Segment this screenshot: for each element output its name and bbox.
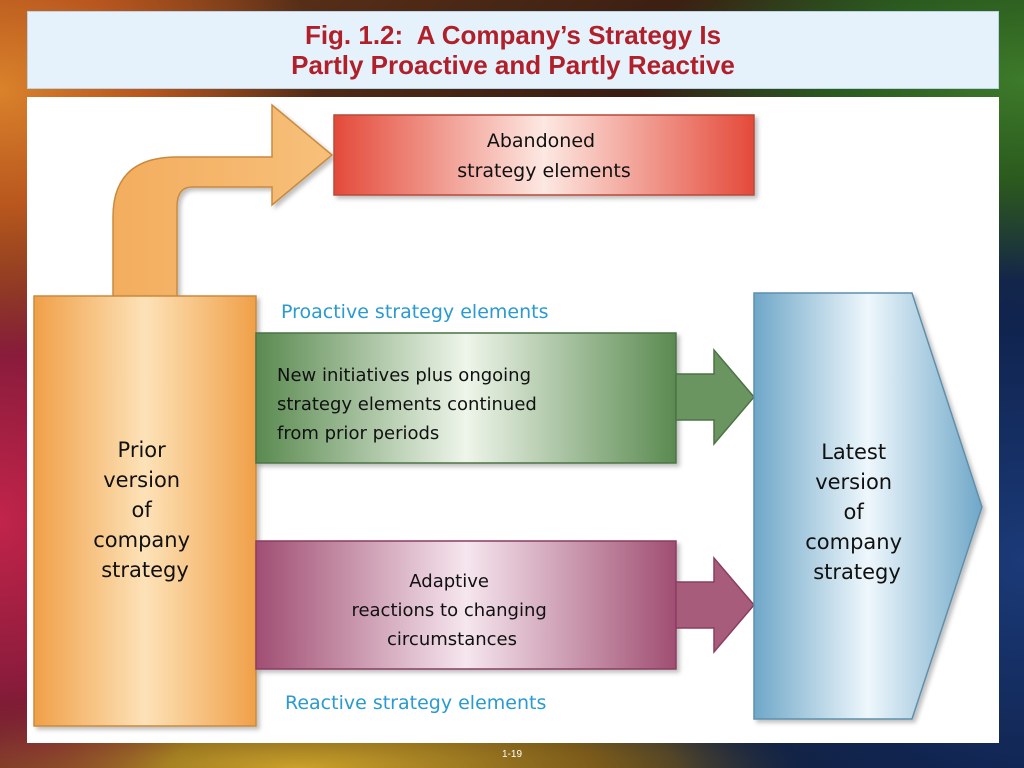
abandoned-label-line-1: Abandoned <box>487 130 595 152</box>
reactive-box-line-3: circumstances <box>387 629 517 650</box>
prior-label-line-3: of <box>132 498 153 522</box>
prior-label-line-2: version <box>103 468 180 492</box>
proactive-box-line-2: strategy elements continued <box>277 394 537 415</box>
latest-version-shape <box>753 292 983 720</box>
strategy-diagram: Abandoned strategy elements Prior versio… <box>33 103 983 727</box>
reactive-arrow <box>675 555 755 655</box>
reactive-box-line-1: Adaptive <box>409 571 489 592</box>
slide-title-line-2: Partly Proactive and Partly Reactive <box>291 50 735 80</box>
abandoned-elements-box <box>333 114 755 196</box>
reactive-box-line-2: reactions to changing <box>351 600 546 621</box>
latest-label-line-5: strategy <box>813 560 901 584</box>
reactive-heading: Reactive strategy elements <box>285 692 546 714</box>
abandoned-label-line-2: strategy elements <box>457 160 631 182</box>
latest-label-line-3: of <box>844 500 865 524</box>
latest-label-line-2: version <box>815 470 892 494</box>
proactive-elements-box <box>255 332 677 464</box>
proactive-heading: Proactive strategy elements <box>281 301 548 323</box>
slide-title-box: Fig. 1.2: A Company’s Strategy Is Partly… <box>27 11 999 89</box>
latest-label-line-1: Latest <box>821 440 886 464</box>
latest-label-line-4: company <box>805 530 902 554</box>
svg-text:Latest version of: Latest version of company strategy <box>805 440 908 584</box>
svg-text:Prior version of: Prior version of company strategy <box>93 438 196 582</box>
reactive-elements-box <box>255 540 677 670</box>
svg-text:New initiatives plus ongoing: New initiatives plus ongoing strategy el… <box>277 365 543 444</box>
svg-text:Abandoned strategy eleme: Abandoned strategy elements <box>457 130 631 182</box>
prior-label-line-4: company <box>93 528 190 552</box>
proactive-box-line-3: from prior periods <box>277 423 439 444</box>
prior-label-line-1: Prior <box>118 438 167 462</box>
page-number: 1-19 <box>501 749 522 760</box>
abandon-curved-arrow <box>112 103 334 298</box>
svg-text:Adaptive reactions to ch: Adaptive reactions to changing circumsta… <box>351 571 552 650</box>
proactive-arrow <box>675 347 755 447</box>
diagram-panel: Abandoned strategy elements Prior versio… <box>27 97 999 743</box>
prior-label-line-5: strategy <box>101 558 189 582</box>
slide-title-line-1: Fig. 1.2: A Company’s Strategy Is <box>304 20 722 50</box>
proactive-box-line-1: New initiatives plus ongoing <box>277 365 531 386</box>
prior-version-box <box>33 295 257 727</box>
